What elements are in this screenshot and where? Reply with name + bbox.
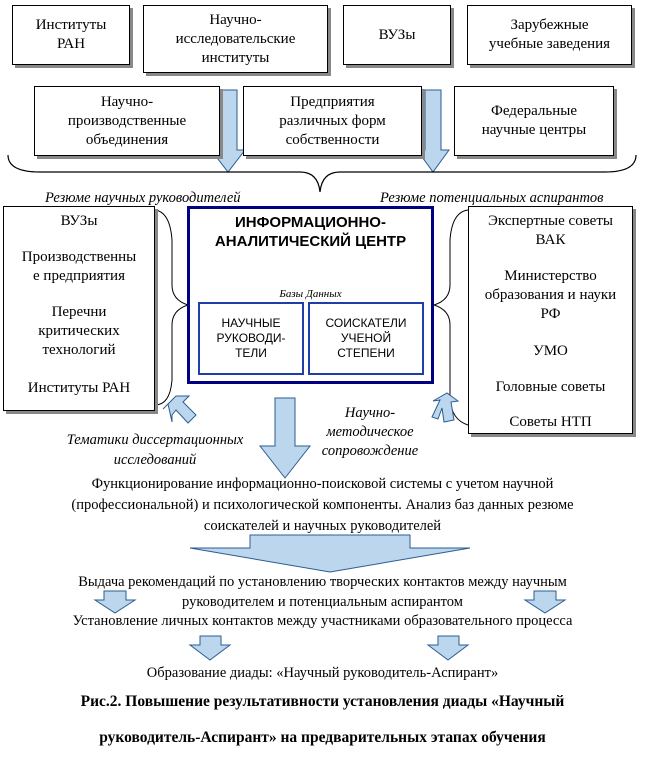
left-column-box: ВУЗы Производственны е предприятия Переч… <box>3 206 155 411</box>
down-arrow-right <box>416 89 450 173</box>
right-item-ministry: Министерство образования и науки РФ <box>484 268 617 322</box>
box-enterprises: Предприятия различных форм собственности <box>243 86 422 156</box>
right-item-ntp-councils: Советы НТП <box>509 414 592 430</box>
funnel-arrow <box>189 534 471 573</box>
right-item-vak: Экспертные советы ВАК <box>488 213 613 248</box>
left-connector <box>154 209 190 406</box>
box-foreign-institutions: Зарубежные учебные заведения <box>467 5 632 65</box>
box-universities-top: ВУЗы <box>343 5 451 65</box>
box-research-production: Научно- производственные объединения <box>34 86 220 156</box>
figure-caption-line-2: руководитель-Аспирант» на предварительны… <box>99 729 546 746</box>
right-column-box: Экспертные советы ВАК Министерство образ… <box>468 206 633 434</box>
flow-step-1: Функционирование информационно-поисковой… <box>71 476 574 534</box>
box-ran-institutes: Институты РАН <box>12 5 130 65</box>
box-federal-centers: Федеральные научные центры <box>454 86 614 156</box>
left-item-universities: ВУЗы <box>60 213 98 229</box>
small-arrow-right-1 <box>523 590 567 614</box>
db-candidates-box: СОИСКАТЕЛИ УЧЕНОЙ СТЕПЕНИ <box>308 302 424 375</box>
center-title: ИНФОРМАЦИОННО- АНАЛИТИЧЕСКИЙ ЦЕНТР <box>214 214 407 250</box>
box-research-institutes: Научно- исследовательские институты <box>143 5 328 73</box>
flow-step-3: Установление личных контактов между учас… <box>72 613 573 629</box>
figure-caption-line-1: Рис.2. Повышение результативности устано… <box>80 693 565 710</box>
right-connector <box>432 209 469 426</box>
top-brace <box>7 154 637 193</box>
left-item-ran: Институты РАН <box>27 380 131 396</box>
note-dissertation-topics: Тематики диссертационных исследований <box>66 432 244 468</box>
flow-step-2: Выдача рекомендаций по установлению твор… <box>78 574 567 610</box>
db-label: Базы Данных <box>279 288 342 300</box>
note-methodical-support: Научно- методическое сопровождение <box>321 405 419 459</box>
small-arrow-left-1 <box>93 590 137 614</box>
small-arrow-left-2 <box>188 635 232 661</box>
small-arrow-right-2 <box>426 635 470 661</box>
label-supervisors-resume: Резюме научных руководителей <box>45 190 241 206</box>
db-supervisors-box: НАУЧНЫЕ РУКОВОДИ- ТЕЛИ <box>198 302 304 375</box>
label-candidates-resume: Резюме потенциальных аспирантов <box>380 190 604 206</box>
up-arrow-right <box>431 392 460 423</box>
flow-step-4: Образование диады: «Научный руководитель… <box>146 665 499 681</box>
left-item-industrial: Производственны е предприятия <box>21 249 137 284</box>
right-item-umo: УМО <box>533 343 568 359</box>
up-arrow-left <box>162 395 197 424</box>
center-box: ИНФОРМАЦИОННО- АНАЛИТИЧЕСКИЙ ЦЕНТР Базы … <box>187 206 434 384</box>
right-item-head-councils: Головные советы <box>495 379 606 395</box>
left-item-technologies: Перечни критических технологий <box>38 304 120 358</box>
center-down-arrow <box>258 397 312 479</box>
